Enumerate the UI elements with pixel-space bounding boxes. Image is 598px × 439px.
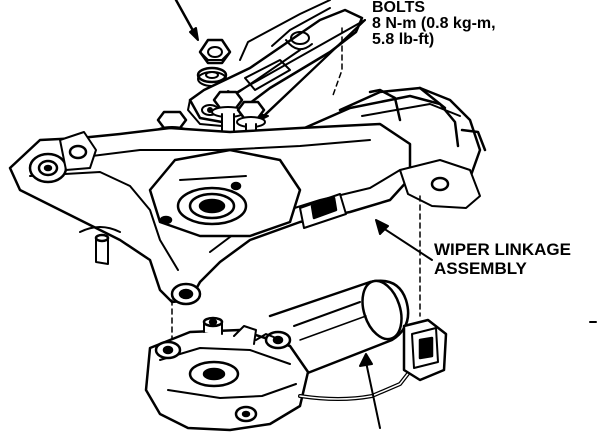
wiper-linkage-label: WIPER LINKAGE ASSEMBLY (434, 240, 571, 278)
bolts-torque-line2: 5.8 lb-ft) (372, 31, 435, 48)
wiper-linkage-line2: ASSEMBLY (434, 259, 527, 278)
alignment-lines (171, 27, 421, 341)
bolts-label: BOLTS 8 N-m (0.8 kg-m, 5.8 lb-ft) (372, 0, 496, 48)
nut-and-washer (174, 0, 232, 87)
bolts-torque-line1: 8 N-m (0.8 kg-m, (372, 15, 496, 32)
wiper-motor (144, 279, 448, 432)
wiper-linkage-line1: WIPER LINKAGE (434, 240, 571, 259)
motor-leader-line (359, 353, 381, 429)
bolts-title: BOLTS (372, 0, 426, 16)
linkage-frame (8, 86, 487, 306)
linkage-leader-line (375, 219, 433, 261)
